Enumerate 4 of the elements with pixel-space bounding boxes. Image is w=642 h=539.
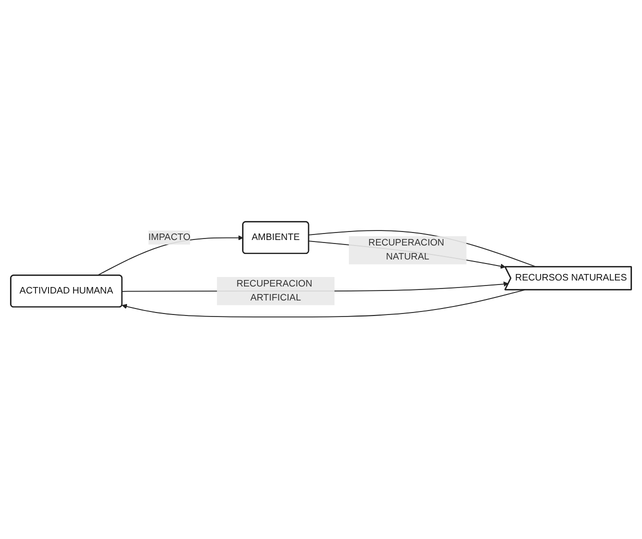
arrow (122, 290, 526, 318)
edge-label: IMPACTO (148, 232, 190, 242)
edge-label: RECUPERACION ARTIFICIAL (236, 278, 312, 304)
edge-label: RECUPERACION NATURAL (368, 238, 444, 262)
